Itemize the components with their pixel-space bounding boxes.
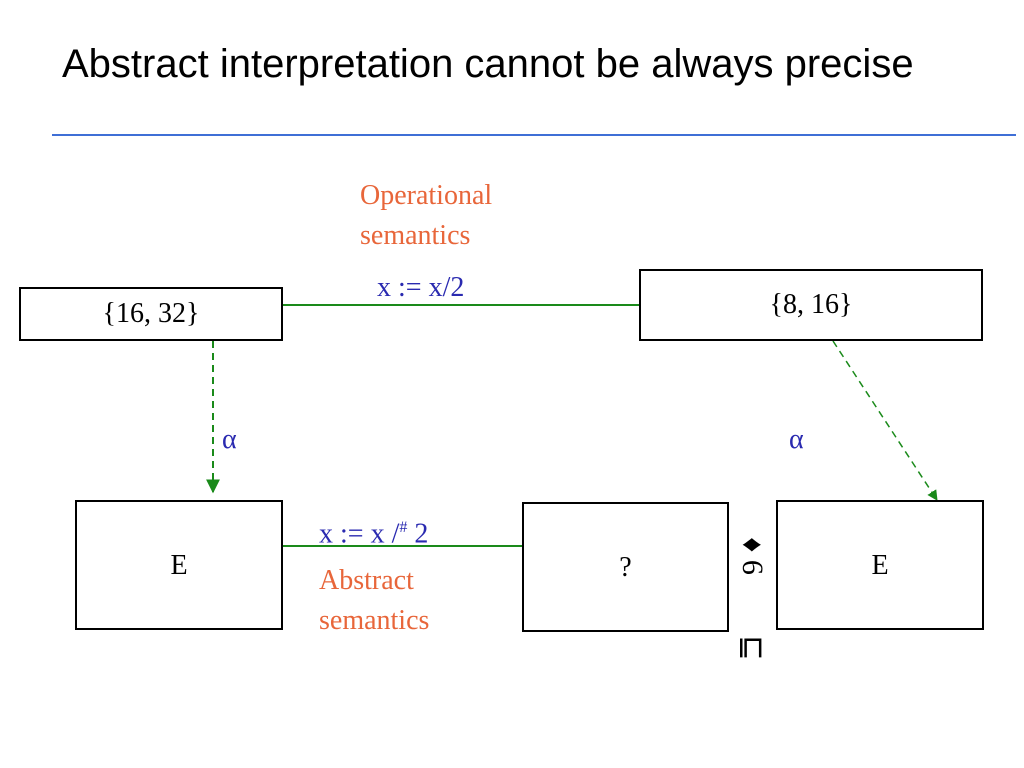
concrete-state-left-text: {16, 32} — [102, 298, 200, 329]
order-relation-symbol: ⊑ — [735, 635, 769, 661]
operational-label-line1: Operational — [360, 180, 493, 211]
not-ordered-neq: ♦ 6 — [736, 537, 769, 575]
operational-label-line2: semantics — [360, 220, 471, 251]
abstract-state-right: E — [776, 500, 984, 630]
abstract-transfer-suffix: 2 — [407, 518, 429, 550]
concrete-state-left: {16, 32} — [19, 287, 283, 341]
abstract-semantics-label: Abstract semantics — [319, 561, 429, 641]
abstract-state-middle-text: ? — [619, 552, 632, 583]
abstract-state-middle: ? — [522, 502, 729, 632]
concrete-state-right: {8, 16} — [639, 269, 983, 341]
title-underline — [52, 134, 1016, 136]
abstract-state-right-text: E — [871, 550, 889, 581]
abstract-state-left: E — [75, 500, 283, 630]
not-ordered-symbol: ♦ 6 — [735, 537, 769, 575]
alpha-left-label: α — [222, 424, 237, 455]
abstract-transfer-sup: # — [399, 519, 408, 536]
abstract-label-line2: semantics — [319, 605, 430, 636]
abstract-label-line1: Abstract — [319, 565, 414, 596]
alpha-right-arrow — [832, 340, 938, 501]
abstract-state-left-text: E — [170, 550, 188, 581]
operational-semantics-label: Operational semantics — [360, 176, 492, 256]
concrete-state-right-text: {8, 16} — [769, 289, 853, 320]
alpha-right-label: α — [789, 424, 804, 455]
slide-title: Abstract interpretation cannot be always… — [62, 42, 914, 86]
abstract-transfer-label: x := x /# 2 — [319, 508, 428, 554]
operational-transfer-label: x := x/2 — [377, 272, 465, 303]
abstract-transfer-prefix: x := x / — [319, 518, 400, 550]
